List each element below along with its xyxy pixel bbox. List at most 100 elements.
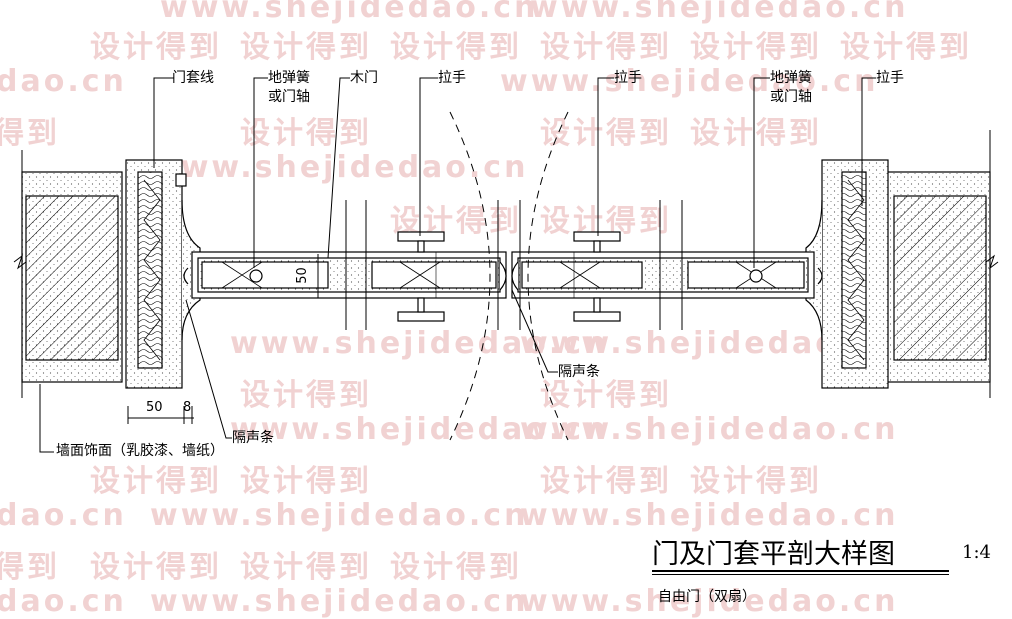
watermark-text: 设计得到 (240, 550, 372, 585)
left-floor-spring-pivot (249, 269, 263, 283)
handle-left-top-post (417, 240, 425, 253)
watermark-text: www.shejidedao.cn (150, 498, 529, 533)
right-leaf-swing-arc (527, 111, 569, 441)
right-leaf-frame-2 (687, 261, 805, 289)
watermark-text: 设计得到 (540, 378, 672, 413)
handle-right-top-post (593, 240, 601, 253)
watermark-text: www.shejidedao.cn (500, 64, 879, 99)
watermark-text: www.shejidedao.cn (520, 584, 899, 619)
leader-floor-spring-right (753, 77, 770, 268)
watermark-text: 得到 (0, 550, 60, 585)
watermark-text: 设计得到 (240, 378, 372, 413)
watermark-text: 设计得到 (540, 464, 672, 499)
label-floor-spring-left-2: 或门轴 (268, 89, 310, 105)
watermark-text: 设计得到 (540, 30, 672, 65)
drawing-title: 门及门套平剖大样图 (652, 539, 895, 570)
leader-handle-left (419, 77, 438, 236)
watermark-text: 设计得到 (240, 116, 372, 151)
right-floor-spring-pivot (749, 269, 763, 283)
left-jamb-seal (183, 267, 189, 285)
right-leaf-frame (521, 261, 643, 289)
watermark-text: www.shejidedao.cn (520, 412, 899, 447)
dim-door-thickness: 50 (294, 267, 310, 284)
dimension-lines (127, 254, 319, 424)
left-wall-section (13, 150, 123, 398)
left-break-symbol (13, 254, 27, 270)
right-wall-section (871, 130, 999, 398)
watermark-text: dao.cn (0, 498, 127, 533)
watermark-text: 设计得到 (390, 30, 522, 65)
leader-door-casing-line (153, 77, 174, 168)
watermark-text: dao.cn (0, 64, 127, 99)
left-leaf-cross-bracing (221, 261, 441, 289)
watermark-text: www.shejidedao.cn (150, 150, 529, 185)
left-casing-core (137, 171, 163, 369)
right-jamb-seal (817, 267, 823, 285)
door-swing-arcs (449, 111, 569, 441)
left-casing-line (175, 173, 187, 187)
left-wall-masonry (25, 195, 119, 361)
label-floor-spring-left-1: 地弹簧 (268, 70, 310, 86)
handle-right-top (573, 231, 621, 242)
watermark-text: 设计得到 (540, 116, 672, 151)
watermark-text: 设计得到 (840, 30, 972, 65)
handle-left-bottom (397, 311, 445, 322)
watermark-text: 设计得到 (690, 464, 822, 499)
watermark-text: 设计得到 (240, 464, 372, 499)
handle-left-top (397, 231, 445, 242)
watermark-text: dao.cn (0, 584, 127, 619)
watermark-text: www.shejidedao.cn (530, 0, 909, 25)
left-door-casing (125, 159, 201, 389)
left-leaf-swing-arc (449, 111, 491, 441)
left-leaf-frame (201, 261, 329, 289)
right-door-leaf (511, 251, 815, 299)
leader-seal-center (511, 289, 558, 373)
label-seal-strip-left: 隔声条 (232, 430, 274, 446)
watermark-text: 设计得到 (90, 550, 222, 585)
watermark-text: 设计得到 (90, 464, 222, 499)
label-wood-door: 木门 (350, 70, 378, 86)
leader-lines (39, 77, 876, 453)
handle-left-bottom-post (417, 297, 425, 313)
label-door-casing-line: 门套线 (172, 70, 214, 86)
drawing-subtitle: 自由门（双扇） (658, 589, 756, 605)
label-handle-right: 拉手 (614, 70, 642, 86)
title-underline-2 (652, 574, 949, 575)
right-break-symbol (985, 254, 999, 270)
right-wall-masonry (893, 195, 987, 361)
label-handle-left: 拉手 (438, 70, 466, 86)
leader-handle-right (597, 77, 614, 236)
watermark-text: www.shejidedao.cn (230, 326, 609, 361)
dim-casing-width: 50 (146, 400, 163, 415)
label-wall-finish: 墙面饰面（乳胶漆、墙纸） (56, 443, 224, 459)
watermark-text: 设计得到 (390, 550, 522, 585)
watermark-text: 设计得到 (240, 30, 372, 65)
watermark-text: 设计得到 (690, 30, 822, 65)
left-casing-battens (143, 179, 161, 361)
label-seal-strip-center: 隔声条 (558, 364, 600, 380)
watermark-text: www.shejidedao.cn (520, 498, 899, 533)
meeting-stile-seals (183, 261, 823, 291)
right-casing-battens (847, 179, 865, 361)
door-handles (397, 231, 621, 322)
left-meeting-seal (499, 261, 507, 291)
right-leaf-cross-bracing (559, 261, 777, 289)
leader-handle-casing (861, 77, 876, 206)
watermark-text: 得到 (0, 116, 60, 151)
handle-right-bottom (573, 311, 621, 322)
dim-gap: 8 (183, 400, 192, 415)
watermark-text: www.shejidedao.cn (230, 412, 609, 447)
right-meeting-seal (511, 261, 519, 291)
title-underline (652, 570, 949, 572)
label-floor-spring-right-2: 或门轴 (770, 89, 812, 105)
label-floor-spring-right-1: 地弹簧 (770, 70, 812, 86)
drawing-scale: 1:4 (962, 542, 991, 563)
watermark-text: www.shejidedao.cn (160, 0, 539, 25)
label-handle-far-right: 拉手 (876, 70, 904, 86)
leader-floor-spring-left (253, 77, 268, 268)
leader-seal-left (185, 299, 232, 439)
watermark-text: 设计得到 (90, 30, 222, 65)
leader-wood-door (327, 77, 350, 259)
handle-right-bottom-post (593, 297, 601, 313)
